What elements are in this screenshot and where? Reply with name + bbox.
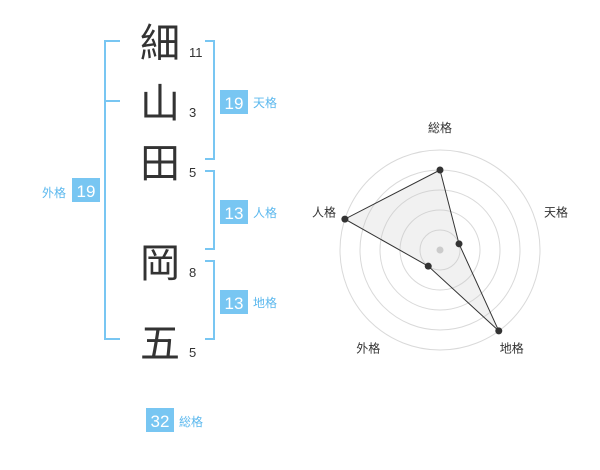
radar-point-5 (341, 215, 349, 223)
radar-axis-label-2: 天格 (544, 204, 568, 219)
radar-axis-label-3: 地格 (500, 341, 524, 356)
name-char-3: 田 (140, 141, 180, 187)
name-char-2: 山 (140, 81, 180, 127)
jinkaku-bracket (205, 170, 215, 250)
chikaku-bracket (205, 260, 215, 340)
name-char-5: 五 (140, 321, 180, 367)
radar-axis-label-4: 外格 (356, 341, 380, 356)
jinkaku-value: 13 (225, 204, 244, 223)
jinkaku-label: 人格 (253, 205, 277, 220)
tenkaku-label: 天格 (253, 95, 277, 110)
stroke-count-4: 8 (189, 265, 196, 280)
tenkaku-bracket (205, 40, 215, 160)
soukaku-value: 32 (151, 412, 170, 431)
gaikaku-value: 19 (77, 182, 96, 201)
stroke-count-1: 11 (189, 45, 203, 60)
jinkaku-badge (220, 200, 248, 224)
chikaku-label: 地格 (253, 295, 277, 310)
tenkaku-value: 19 (225, 94, 244, 113)
radar-center-dot (436, 246, 444, 254)
radar-point-1 (436, 166, 444, 174)
radar-point-2 (455, 240, 463, 248)
chikaku-badge (220, 290, 248, 314)
chikaku-value: 13 (225, 294, 244, 313)
name-char-4: 岡 (140, 241, 180, 287)
soukaku-label: 総格 (179, 414, 203, 429)
radar-point-3 (495, 327, 503, 335)
stroke-count-5: 5 (189, 345, 196, 360)
radar-point-4 (424, 262, 432, 270)
gaikaku-label: 外格 (42, 185, 66, 200)
tenkaku-badge (220, 90, 248, 114)
radar-axis-label-1: 総格 (428, 120, 452, 135)
stroke-count-3: 5 (189, 165, 196, 180)
gaikaku-bracket (104, 40, 120, 340)
soukaku-badge (146, 408, 174, 432)
gaikaku-badge (72, 178, 100, 202)
stroke-count-2: 3 (189, 105, 196, 120)
radar-axis-label-5: 人格 (312, 204, 336, 219)
name-char-1: 細 (140, 21, 180, 67)
radar-area (343, 169, 500, 332)
fortune-brackets (104, 40, 215, 340)
